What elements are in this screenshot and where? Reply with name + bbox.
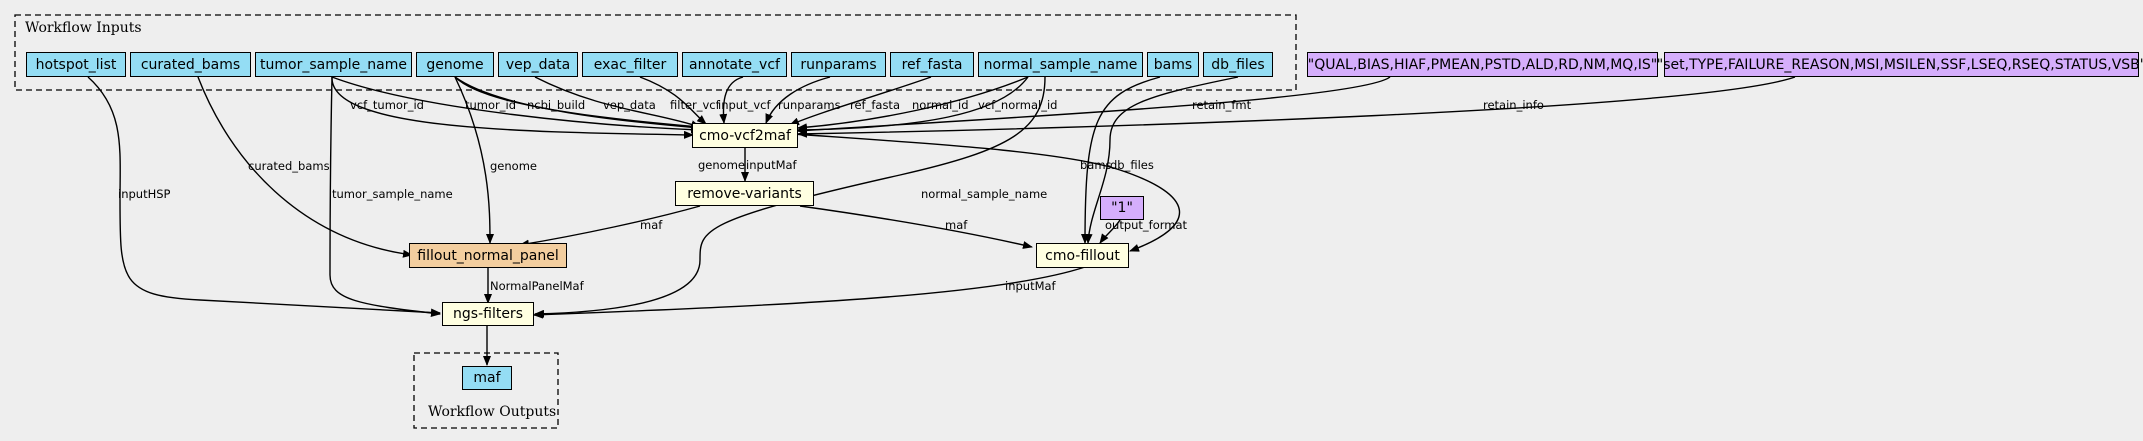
- edge-inputhsp: [87, 76, 441, 317]
- input-db-files[interactable]: db_files: [1203, 52, 1273, 77]
- input-ref-fasta[interactable]: ref_fasta: [890, 52, 974, 77]
- input-normal-sample-name[interactable]: normal_sample_name: [978, 52, 1143, 77]
- edge-ref-fasta: [789, 76, 932, 126]
- step-fillout-normal-panel[interactable]: fillout_normal_panel: [409, 243, 567, 268]
- input-bams[interactable]: bams: [1147, 52, 1199, 77]
- edge-label-bams: bams: [1080, 158, 1112, 172]
- edge-label-tumor-id: tumor_id: [465, 98, 517, 112]
- edge-input-vcf: [719, 76, 744, 124]
- workflow-inputs-title: Workflow Inputs: [25, 20, 142, 36]
- edge-retain-fmt: [797, 76, 1391, 135]
- step-remove-variants[interactable]: remove-variants: [675, 181, 814, 206]
- edge-label-retain-fmt: retain_fmt: [1192, 98, 1252, 112]
- constant-retain-info[interactable]: "set,TYPE,FAILURE_REASON,MSI,MSILEN,SSF,…: [1657, 52, 2143, 77]
- edge-label-maf-cmo: maf: [945, 218, 968, 232]
- input-annotate-vcf[interactable]: annotate_vcf: [682, 52, 787, 77]
- edge-label-ncbi-build: ncbi_build: [527, 98, 586, 112]
- workflow-outputs-cluster: [413, 352, 559, 429]
- edge-maf-fillout: [519, 205, 701, 248]
- edge-normal-sample-name: [534, 76, 1046, 318]
- edge-output-format: [1099, 219, 1121, 244]
- edge-curated-bams: [197, 76, 413, 258]
- edge-vcf-tumor-id: [331, 76, 694, 139]
- edge-label-normal-sample-name: normal_sample_name: [921, 187, 1048, 201]
- input-exac-filter[interactable]: exac_filter: [582, 52, 678, 77]
- edge-label-input-vcf: input_vcf: [718, 98, 771, 112]
- edge-label-curated-bams: curated_bams: [248, 159, 330, 173]
- edge-maf-cmo: [799, 205, 1033, 249]
- edge-label-ref-fasta: ref_fasta: [850, 98, 900, 112]
- edge-retain-info: [797, 76, 1796, 138]
- input-vep-data[interactable]: vep_data: [498, 52, 578, 77]
- edge-label-retain-info: retain_info: [1483, 98, 1544, 112]
- constant-output-format[interactable]: "1": [1100, 196, 1144, 220]
- workflow-outputs-title: Workflow Outputs: [428, 404, 557, 420]
- edge-db-files: [1084, 76, 1239, 244]
- input-curated-bams[interactable]: curated_bams: [130, 52, 251, 77]
- input-genome[interactable]: genome: [416, 52, 494, 77]
- edge-label-inputhsp: inputHSP: [118, 187, 171, 201]
- edge-label-filter-vcf: filter_vcf: [670, 98, 720, 112]
- workflow-inputs-cluster: [14, 14, 1297, 91]
- edge-genome-cmo-fillout: [454, 76, 1181, 252]
- input-tumor-sample-name[interactable]: tumor_sample_name: [255, 52, 412, 77]
- edge-label-genome-fillout: genome: [490, 159, 537, 173]
- step-cmo-fillout[interactable]: cmo-fillout: [1036, 243, 1129, 268]
- edge-tumor-id: [331, 76, 701, 134]
- input-runparams[interactable]: runparams: [791, 52, 886, 77]
- edge-label-genome-cmo: genome: [698, 158, 745, 172]
- step-ngs-filters[interactable]: ngs-filters: [442, 302, 534, 326]
- edge-tumor-sample-name: [329, 76, 441, 317]
- edge-bams: [1081, 76, 1161, 244]
- edge-label-db-files: db_files: [1110, 158, 1154, 172]
- edge-label-output-format: output_format: [1105, 218, 1188, 232]
- input-hotspot-list[interactable]: hotspot_list: [26, 52, 126, 77]
- step-cmo-vcf2maf[interactable]: cmo-vcf2maf: [692, 123, 798, 148]
- output-maf[interactable]: maf: [462, 366, 512, 390]
- edge-label-normal-id: normal_id: [912, 98, 969, 112]
- edge-label-inputmaf-remove: inputMaf: [746, 158, 797, 172]
- edge-label-runparams: runparams: [778, 98, 841, 112]
- edge-genome-fillout: [454, 76, 494, 244]
- edge-runparams: [765, 76, 831, 124]
- edge-label-vcf-normal-id: vcf_normal_id: [978, 98, 1058, 112]
- edge-label-normal-panel-maf: NormalPanelMaf: [490, 279, 584, 293]
- edge-normal-id: [797, 76, 1029, 132]
- edge-label-tumor-sample-name: tumor_sample_name: [332, 187, 453, 201]
- edge-vep-data: [534, 76, 701, 128]
- edge-filter-vcf: [639, 76, 707, 125]
- edge-label-inputmaf-ngs: inputMaf: [1005, 279, 1056, 293]
- edge-inputmaf-ngs: [533, 266, 1086, 319]
- edge-label-vcf-tumor-id: vcf_tumor_id: [350, 98, 424, 112]
- constant-retain-fmt[interactable]: "QUAL,BIAS,HIAF,PMEAN,PSTD,ALD,RD,NM,MQ,…: [1307, 52, 1658, 77]
- edge-label-vep-data: vep_data: [603, 98, 656, 112]
- edge-label-maf-fillout: maf: [640, 218, 663, 232]
